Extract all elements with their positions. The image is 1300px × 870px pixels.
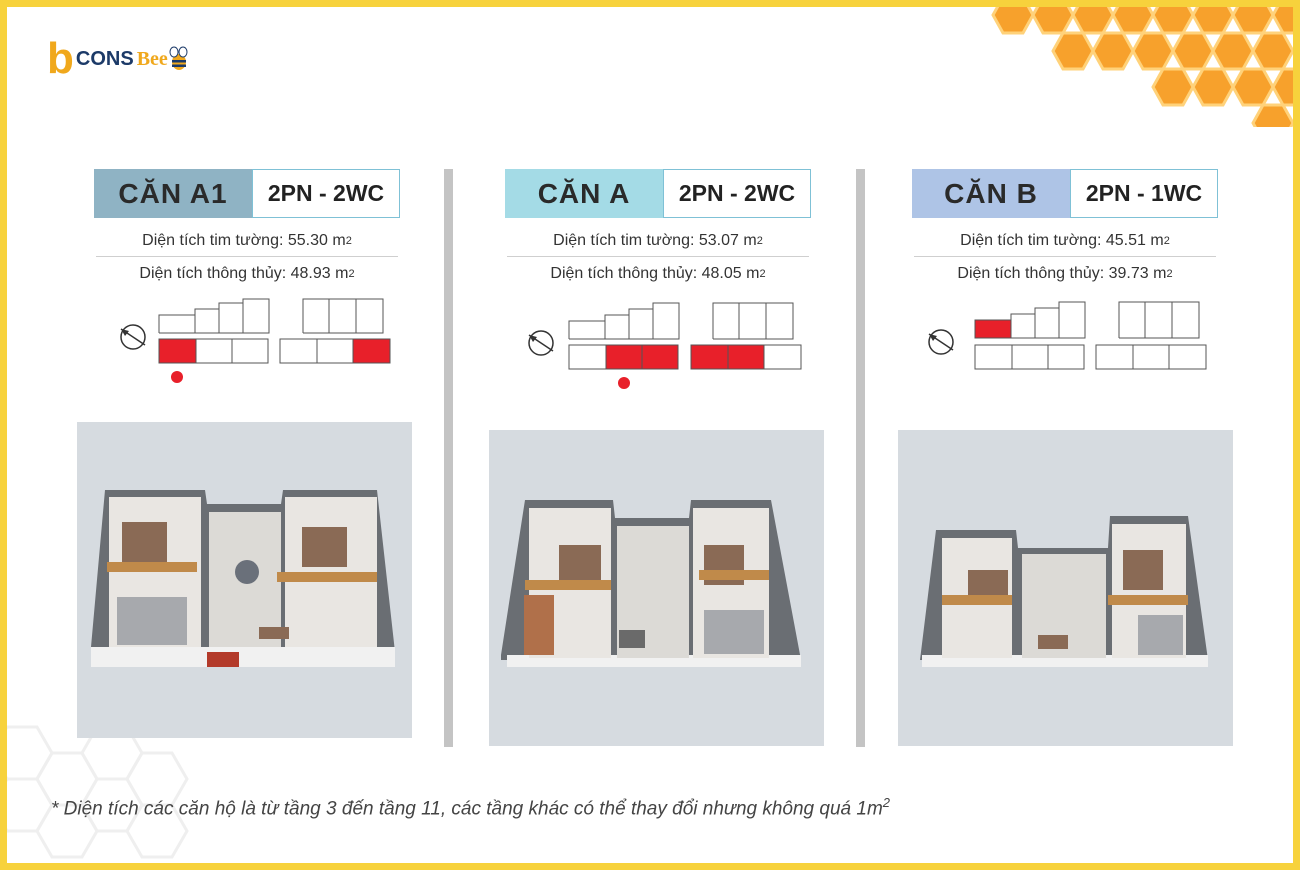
location-dot-icon — [171, 371, 183, 383]
floor-plan-image — [920, 516, 1208, 667]
unit-header: CĂN A1 2PN - 2WC — [94, 169, 400, 218]
area-unit-sup: 2 — [759, 268, 766, 280]
honeycomb-decoration — [991, 7, 1293, 127]
floor-plan-image — [501, 500, 801, 667]
area-unit-sup: 2 — [348, 268, 355, 280]
unit-card-b: CĂN B 2PN - 1WC Diện tích tim tường: 45.… — [912, 169, 1218, 289]
key-plan-a1 — [120, 298, 391, 383]
location-dot-icon — [618, 377, 630, 389]
unit-name: CĂN A — [505, 169, 663, 218]
floor-plan-render-a1 — [77, 422, 412, 738]
unit-card-a: CĂN A 2PN - 2WC Diện tích tim tường: 53.… — [505, 169, 811, 289]
area-separator — [507, 256, 809, 257]
unit-type: 2PN - 1WC — [1070, 169, 1218, 218]
area-footnote: * Diện tích các căn hộ là từ tầng 3 đến … — [51, 795, 890, 820]
area-unit-sup: 2 — [756, 235, 763, 247]
floor-plan-image — [91, 490, 395, 667]
gross-area-text: Diện tích tim tường: 55.30 m — [142, 232, 346, 249]
area-unit-sup: 2 — [1163, 235, 1170, 247]
logo-b-mark: b — [47, 34, 74, 83]
floor-plan-render-b — [898, 430, 1233, 746]
gross-area-text: Diện tích tim tường: 53.07 m — [553, 232, 757, 249]
brand-logo: b CONS Bee — [47, 34, 190, 83]
unit-header: CĂN B 2PN - 1WC — [912, 169, 1218, 218]
net-area-text: Diện tích thông thủy: 39.73 m — [957, 265, 1167, 282]
unit-name: CĂN B — [912, 169, 1070, 218]
unit-name: CĂN A1 — [94, 169, 252, 218]
area-separator — [914, 256, 1216, 257]
area-separator — [96, 256, 398, 257]
unit-type: 2PN - 2WC — [252, 169, 400, 218]
net-area-text: Diện tích thông thủy: 48.05 m — [550, 265, 760, 282]
honeycomb-outline-decoration — [7, 725, 189, 859]
logo-bee-text: Bee — [136, 47, 168, 70]
footnote-text: * Diện tích các căn hộ là từ tầng 3 đến … — [51, 798, 883, 820]
compass-icon — [120, 324, 146, 350]
net-area-text: Diện tích thông thủy: 48.93 m — [139, 265, 349, 282]
unit-card-a1: CĂN A1 2PN - 2WC Diện tích tim tường: 55… — [94, 169, 400, 289]
key-plan-b — [928, 301, 1207, 370]
footnote-sup: 2 — [882, 795, 891, 810]
unit-type: 2PN - 2WC — [663, 169, 811, 218]
compass-icon — [528, 330, 554, 356]
bee-icon — [169, 46, 188, 70]
column-divider — [444, 169, 453, 747]
unit-header: CĂN A 2PN - 2WC — [505, 169, 811, 218]
area-unit-sup: 2 — [1166, 268, 1173, 280]
floor-plan-render-a — [489, 430, 824, 746]
area-unit-sup: 2 — [345, 235, 352, 247]
column-divider — [856, 169, 865, 747]
key-plan-a — [528, 302, 802, 389]
gross-area-text: Diện tích tim tường: 45.51 m — [960, 232, 1164, 249]
compass-icon — [928, 329, 954, 355]
logo-cons-text: CONS — [75, 47, 134, 70]
